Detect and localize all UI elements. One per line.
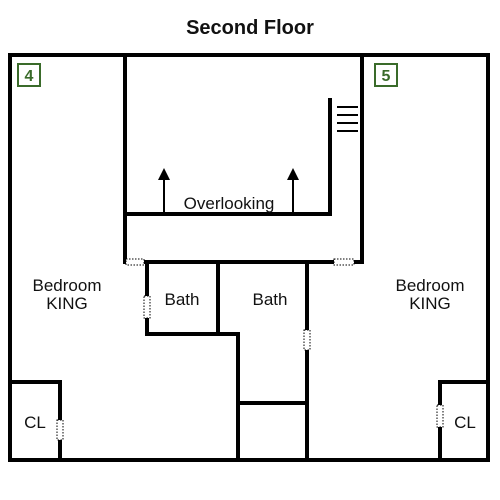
overlook-label: Overlooking <box>184 194 275 213</box>
plan-title: Second Floor <box>186 17 314 39</box>
bedroom-right-label: Bedroom <box>396 276 465 295</box>
bedroom-right-bed: KING <box>409 294 451 313</box>
bedroom-left-label: Bedroom <box>33 276 102 295</box>
closet-right-label: CL <box>454 413 476 432</box>
door-closet-left <box>56 419 64 441</box>
door-bedroom-right <box>333 258 355 266</box>
stairs-icon <box>337 106 358 132</box>
room-number-5: 5 <box>382 68 391 85</box>
room-number-badge <box>374 63 398 87</box>
door-bedroom-left <box>125 258 145 266</box>
closet-left-label: CL <box>24 413 46 432</box>
overlook-wall-right <box>336 55 364 264</box>
door-closet-right <box>436 404 444 428</box>
bedroom-left-bed: KING <box>46 294 88 313</box>
overlook-wall <box>123 55 147 264</box>
outer-wall <box>8 53 490 462</box>
closet-right-wall <box>438 380 490 462</box>
bath-left-label: Bath <box>165 290 200 309</box>
bath-right-label: Bath <box>253 290 288 309</box>
arrow-up-icon <box>287 168 299 212</box>
room-number-badge <box>17 63 41 87</box>
arrow-up-icon <box>158 168 170 212</box>
room-number-4: 4 <box>25 68 34 85</box>
overlook-railing <box>123 98 332 216</box>
door-bath-left <box>143 295 151 319</box>
door-bath-right <box>303 329 311 351</box>
